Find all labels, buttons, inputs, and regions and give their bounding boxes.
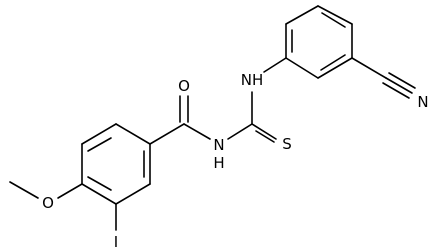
thiocarbonyl-double-bond	[251, 123, 277, 140]
right-ring	[285, 5, 353, 79]
aryl-amine-label: NH	[241, 71, 264, 89]
thiocarbonyl-double-bond	[255, 130, 275, 143]
amide-n-to-thiocarbon-bond	[227, 123, 253, 140]
carbonyl-to-amide-n-bond	[183, 123, 211, 140]
carbonyl-oxygen-label: O	[178, 77, 190, 95]
ring-bond	[317, 57, 353, 79]
sulfur-label: S	[282, 135, 292, 153]
ring-double-bond	[87, 137, 112, 152]
ring-bond	[81, 123, 117, 145]
amide-hydrogen-label: H	[213, 154, 224, 172]
nitrile-triple-bond	[385, 77, 413, 94]
nitrile-triple-bond	[382, 82, 410, 99]
ring-double-bond	[87, 176, 112, 191]
methoxy-methyl-bond	[9, 181, 39, 199]
ring-bond	[115, 123, 151, 145]
aryl-n-to-ring-bond	[263, 57, 287, 73]
ring-bond	[285, 5, 319, 25]
nitrile-triple-bond	[388, 72, 416, 89]
ring-double-bond	[321, 12, 346, 28]
ring-to-methoxy-o-bond	[57, 183, 83, 199]
ring-bond	[317, 5, 353, 25]
iodine-label: I	[114, 233, 118, 251]
ring-to-carbonyl-bond	[149, 123, 185, 145]
ring-bond	[115, 183, 151, 205]
ring-bond	[285, 57, 319, 79]
nitrile-nitrogen-label: N	[417, 93, 428, 111]
amide-nitrogen-label: N	[213, 136, 224, 154]
ring-to-nitrile-bond	[351, 57, 387, 79]
ring-double-bond	[320, 54, 346, 71]
left-ring	[81, 123, 151, 205]
ring-bond	[81, 183, 117, 205]
methoxy-oxygen-label: O	[42, 194, 54, 212]
